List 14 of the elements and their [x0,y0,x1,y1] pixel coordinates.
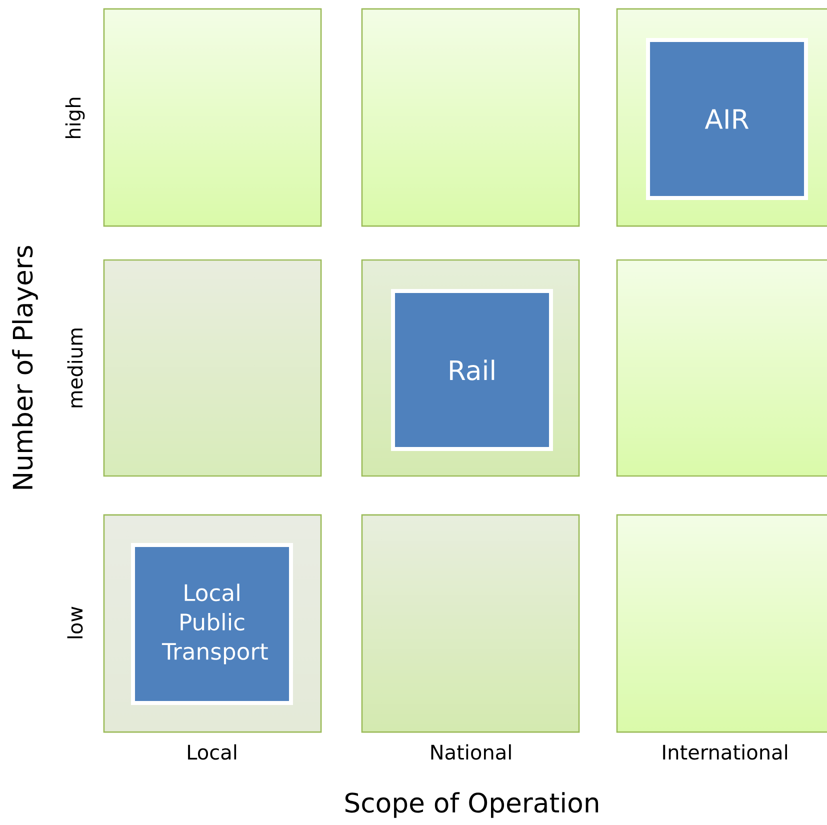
grid-cell [361,514,580,733]
grid-cell [616,259,827,477]
axis-title: Scope of Operation [345,792,598,818]
grid-cell [361,8,580,227]
category-box: AIR [646,38,808,200]
column-label: Local [188,744,236,760]
category-box: Rail [391,289,553,451]
category-box: Local Public Transport [131,543,293,705]
grid-cell [616,514,827,733]
row-label: low [67,606,83,638]
axis-title: Number of Players [12,246,38,489]
grid-cell [103,259,322,477]
grid-cell [616,8,827,227]
grid-cell [103,8,322,227]
